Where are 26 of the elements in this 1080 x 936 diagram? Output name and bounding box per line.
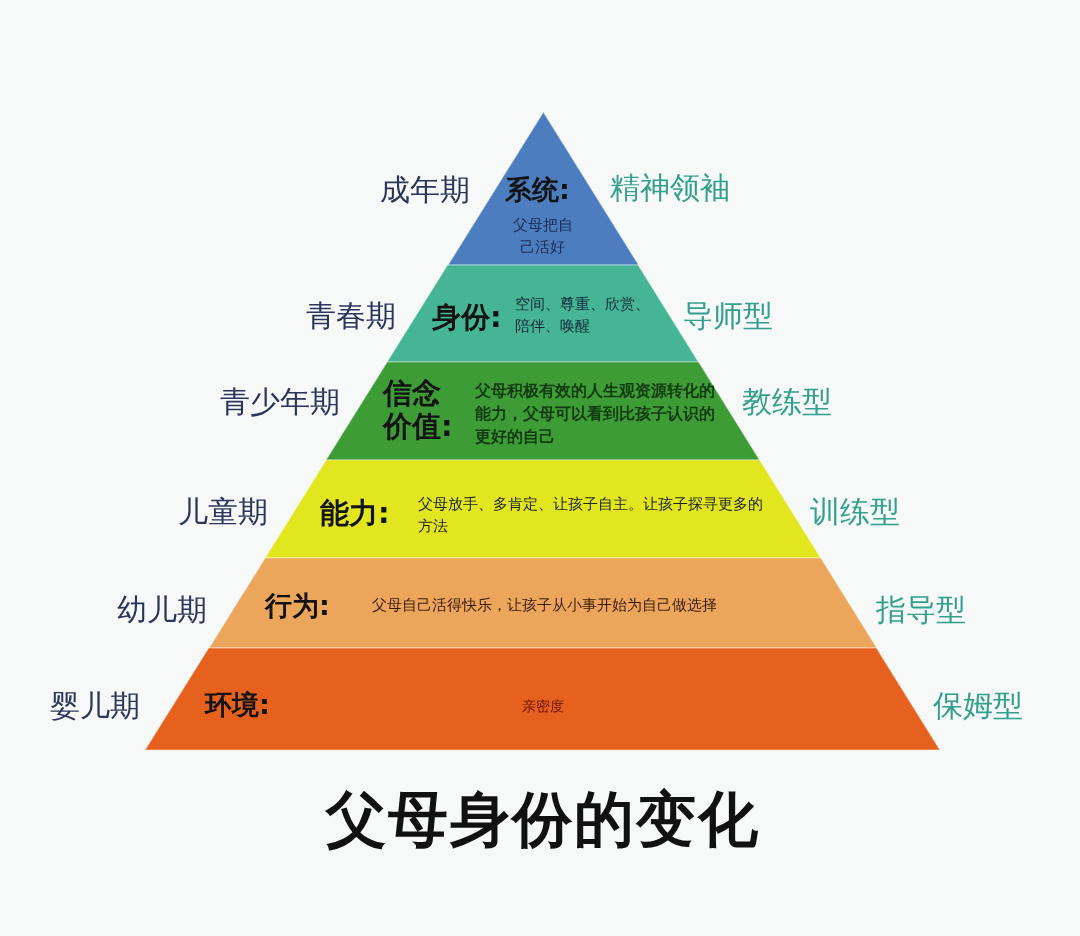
- life-stage-label: 青少年期: [220, 384, 340, 420]
- parent-role-label: 保姆型: [933, 688, 1023, 724]
- life-stage-label: 婴儿期: [50, 688, 140, 724]
- life-stage-label: 成年期: [380, 172, 470, 208]
- parent-role-label: 精神领袖: [610, 170, 730, 206]
- tier-heading: 行为:: [265, 590, 330, 622]
- tier-heading: 能力:: [320, 497, 390, 531]
- life-stage-label: 儿童期: [178, 494, 268, 530]
- tier-heading: 身份:: [432, 301, 502, 335]
- parent-role-label: 指导型: [876, 592, 966, 628]
- life-stage-label: 青春期: [306, 298, 396, 334]
- tier-description: 父母放手、多肯定、让孩子自主。让孩子探寻更多的方法: [418, 494, 763, 537]
- parent-role-label: 导师型: [683, 298, 773, 334]
- tier-description: 亲密度: [521, 696, 565, 716]
- life-stage-label: 幼儿期: [117, 592, 207, 628]
- diagram-title: 父母身份的变化: [326, 782, 760, 856]
- tier-description: 空间、尊重、欣赏、陪伴、唤醒: [515, 294, 651, 337]
- tier-heading: 环境:: [205, 689, 270, 721]
- pyramid-tier: [208, 558, 877, 648]
- tier-description: 父母积极有效的人生观资源转化的能力，父母可以看到比孩子认识的更好的自己: [475, 380, 716, 449]
- tier-heading: 系统:: [505, 174, 570, 206]
- tier-description: 父母自己活得快乐，让孩子从小事开始为自己做选择: [372, 595, 718, 617]
- parent-role-label: 教练型: [742, 384, 832, 420]
- parent-role-label: 训练型: [810, 494, 900, 530]
- tier-heading: 信念价值:: [383, 376, 454, 444]
- tier-description: 父母把自己活好: [512, 215, 574, 258]
